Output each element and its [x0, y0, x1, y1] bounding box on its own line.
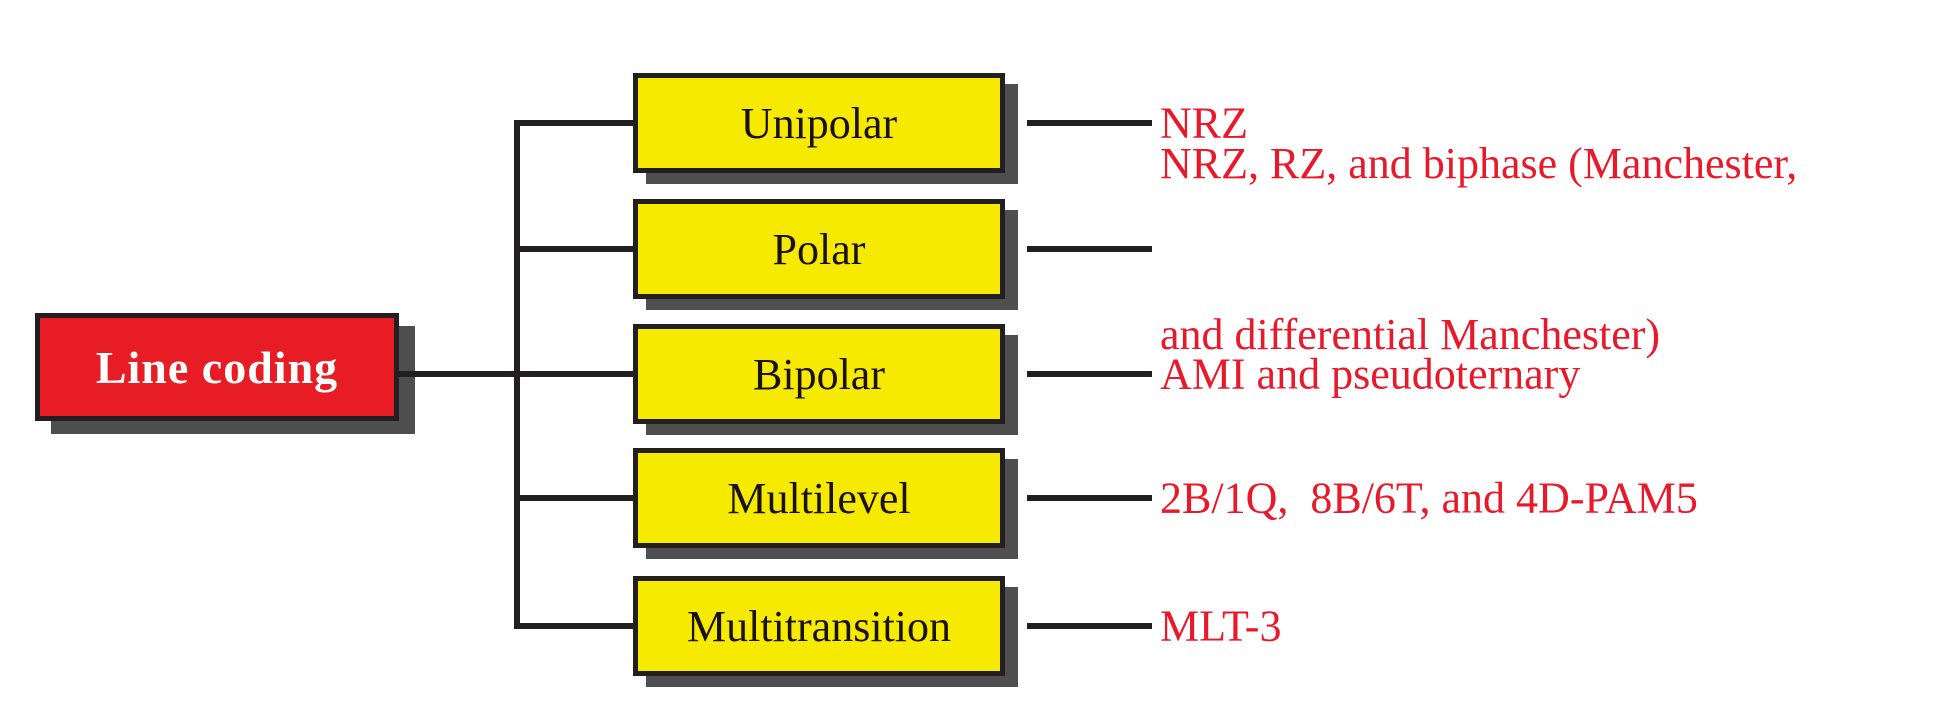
annotation-text: NRZ — [1160, 98, 1248, 148]
annotation-bipolar-schemes: AMI and pseudoternary — [1160, 232, 1580, 517]
node-polar-label: Polar — [772, 224, 866, 274]
node-bipolar-label: Bipolar — [753, 349, 885, 399]
node-multilevel-label: Multilevel — [727, 473, 911, 523]
annotation-text: and differential Manchester) — [1160, 310, 1661, 359]
annotation-text: NRZ, RZ, and biphase (Manchester, — [1160, 139, 1798, 188]
annotation-multilevel-schemes: 2B/1Q, 8B/6T, and 4D-PAM5 — [1160, 356, 1698, 641]
node-unipolar-label: Unipolar — [740, 98, 898, 148]
branch-line-multilevel — [514, 495, 633, 501]
branch-line-multitransition — [514, 623, 633, 629]
root-node-label: Line coding — [95, 341, 339, 393]
trunk-line — [514, 120, 520, 629]
annotation-line-unipolar — [1027, 120, 1152, 126]
node-multitransition-label: Multitransition — [687, 601, 951, 651]
annotation-unipolar-schemes: NRZ — [1160, 0, 1248, 266]
annotation-line-multitransition — [1027, 623, 1152, 629]
annotation-text: 2B/1Q, 8B/6T, and 4D-PAM5 — [1160, 473, 1698, 523]
branch-line-polar — [514, 246, 633, 252]
annotation-line-polar — [1027, 246, 1152, 252]
annotation-text: AMI and pseudoternary — [1160, 349, 1581, 399]
annotation-line-bipolar — [1027, 371, 1152, 377]
root-node-line-coding: Line coding — [35, 313, 399, 421]
node-multitransition: Multitransition — [633, 576, 1005, 676]
annotation-multitransition-schemes: MLT-3 — [1160, 484, 1281, 708]
node-polar: Polar — [633, 199, 1005, 299]
node-multilevel: Multilevel — [633, 448, 1005, 548]
branch-line-unipolar — [514, 120, 633, 126]
node-unipolar: Unipolar — [633, 73, 1005, 173]
annotation-polar-schemes: NRZ, RZ, and biphase (Manchester, and di… — [1160, 21, 1797, 477]
annotation-text: MLT-3 — [1160, 601, 1282, 651]
node-bipolar: Bipolar — [633, 324, 1005, 424]
annotation-line-multilevel — [1027, 495, 1152, 501]
